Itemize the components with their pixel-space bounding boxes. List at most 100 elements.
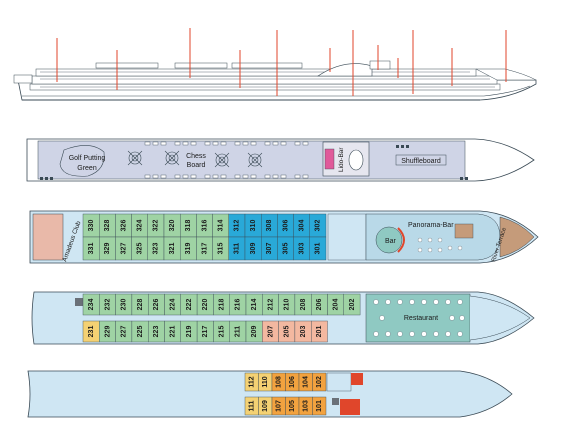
cabin-number-303: 303 xyxy=(299,243,306,255)
cabin-number-205: 205 xyxy=(284,326,291,338)
cabin-number-322: 322 xyxy=(153,220,160,232)
cabin-number-222: 222 xyxy=(186,299,193,311)
cabin-number-232: 232 xyxy=(104,299,111,311)
amadeus-club xyxy=(32,213,64,261)
chess-board-area xyxy=(127,150,263,168)
lower-deck-outline xyxy=(27,370,513,418)
lido-bar-counter xyxy=(324,148,335,170)
lower-dark-block xyxy=(332,398,339,405)
cabin-number-212: 212 xyxy=(267,299,274,311)
golf-label-line1: Golf Putting xyxy=(69,155,106,162)
profile-canopy-3 xyxy=(231,62,303,69)
bar-label: Bar xyxy=(385,238,397,245)
cabin-number-226: 226 xyxy=(153,299,160,311)
cabin-number-325: 325 xyxy=(137,243,144,255)
cabin-102 xyxy=(312,372,327,392)
cabin-number-109: 109 xyxy=(262,400,269,412)
cabin-number-217: 217 xyxy=(202,326,209,338)
panorama-bar-stage xyxy=(454,223,474,239)
cabin-number-230: 230 xyxy=(121,299,128,311)
ship-profile xyxy=(13,28,537,101)
cabin-number-227: 227 xyxy=(121,326,128,338)
cabin-number-207: 207 xyxy=(267,326,274,338)
cabin-number-224: 224 xyxy=(169,299,176,311)
cabin-number-318: 318 xyxy=(185,220,192,232)
cabin-number-314: 314 xyxy=(218,220,225,232)
main-bow xyxy=(469,295,531,341)
cabin-number-302: 302 xyxy=(315,220,322,232)
cabin-101 xyxy=(312,396,327,416)
cabin-number-317: 317 xyxy=(201,243,208,255)
cabin-number-309: 309 xyxy=(250,243,257,255)
profile-deck-top xyxy=(35,68,477,77)
chess-label-line1: Chess xyxy=(186,153,206,160)
cabin-number-310: 310 xyxy=(250,220,257,232)
cabin-number-315: 315 xyxy=(218,243,225,255)
panorama-bar-counter xyxy=(375,226,403,254)
river-terrace xyxy=(499,216,535,258)
cabin-number-223: 223 xyxy=(153,326,160,338)
cabin-number-324: 324 xyxy=(137,220,144,232)
cabin-number-323: 323 xyxy=(153,243,160,255)
sun-loungers-bottom xyxy=(144,174,309,179)
lower-red-top xyxy=(351,373,363,385)
sun-deck: Golf Putting Green Chess Board xyxy=(26,138,535,182)
cabin-number-328: 328 xyxy=(104,220,111,232)
sun-deck-surface xyxy=(37,140,466,180)
cabin-number-103: 103 xyxy=(303,400,310,412)
cabin-201 xyxy=(311,320,328,343)
cabin-number-218: 218 xyxy=(218,299,225,311)
lower-red-bottom xyxy=(340,399,360,415)
cabin-number-225: 225 xyxy=(137,326,144,338)
cabin-number-319: 319 xyxy=(185,243,192,255)
panorama-bar-curve xyxy=(397,227,405,253)
panorama-seating xyxy=(417,237,463,253)
cabin-number-330: 330 xyxy=(88,220,95,232)
cabin-number-201: 201 xyxy=(316,326,323,338)
cabin-number-211: 211 xyxy=(235,326,242,337)
main-deck-dark-block xyxy=(75,298,83,306)
cabin-number-106: 106 xyxy=(289,376,296,388)
cabin-number-220: 220 xyxy=(202,299,209,311)
cabin-number-304: 304 xyxy=(299,220,306,232)
cabin-number-112: 112 xyxy=(249,376,256,387)
cabin-number-107: 107 xyxy=(276,400,283,412)
golf-putting-green xyxy=(59,145,105,177)
cabin-number-215: 215 xyxy=(218,326,225,338)
cabin-number-203: 203 xyxy=(300,326,307,338)
cabin-number-104: 104 xyxy=(303,376,310,388)
sun-loungers-top xyxy=(144,141,309,146)
cabin-number-321: 321 xyxy=(169,243,176,255)
profile-stern xyxy=(13,74,33,84)
cabin-number-311: 311 xyxy=(234,243,241,254)
shuffleboard-label: Shuffleboard xyxy=(401,158,441,165)
cabin-301 xyxy=(309,236,327,261)
cabin-number-202: 202 xyxy=(349,299,356,311)
restaurant-label: Restaurant xyxy=(404,315,438,322)
profile-deck-upper xyxy=(31,75,498,85)
cabin-number-209: 209 xyxy=(251,326,258,338)
cabin-number-231: 231 xyxy=(88,326,95,338)
cabin-number-326: 326 xyxy=(120,220,127,232)
cabin-number-111: 111 xyxy=(249,400,256,411)
cabin-number-234: 234 xyxy=(88,299,95,311)
cabin-202 xyxy=(343,293,361,316)
cabin-number-204: 204 xyxy=(332,299,339,311)
cabin-number-320: 320 xyxy=(169,220,176,232)
cabin-number-316: 316 xyxy=(201,220,208,232)
shuffleboard xyxy=(395,154,447,166)
cabin-number-214: 214 xyxy=(251,299,258,311)
sun-deck-vents xyxy=(40,145,468,180)
profile-leader-lines xyxy=(56,28,507,96)
cabin-number-219: 219 xyxy=(186,326,193,338)
cabin-number-301: 301 xyxy=(315,243,322,255)
